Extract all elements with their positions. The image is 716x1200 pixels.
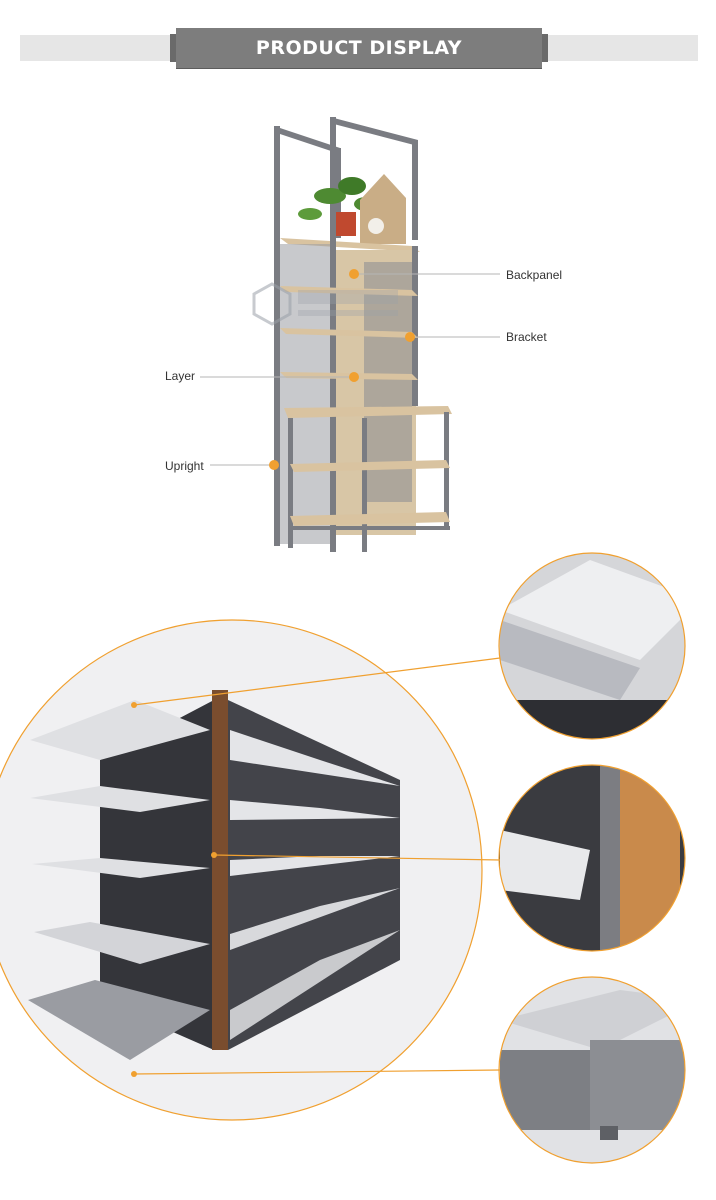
page-title: PRODUCT DISPLAY (255, 37, 463, 59)
callout-label-layer: Layer (165, 369, 196, 383)
big-circle-outline (0, 619, 483, 1121)
zoom-detail-base (499, 977, 685, 1163)
callout-label-bracket: Bracket (506, 330, 547, 344)
callout-lines-top (200, 269, 500, 470)
zoom-detail-shelf-edge (499, 553, 685, 739)
watermark-logo (252, 282, 398, 326)
gondola-shelf-detail (0, 620, 482, 1120)
zoom-detail-bracket (499, 765, 685, 951)
header-plate: PRODUCT DISPLAY (170, 28, 548, 68)
callout-label-backpanel: Backpanel (506, 268, 563, 282)
callout-label-upright: Upright (165, 459, 204, 473)
wooden-display-rack (274, 117, 452, 552)
zoom-leader-lines (133, 657, 501, 1075)
